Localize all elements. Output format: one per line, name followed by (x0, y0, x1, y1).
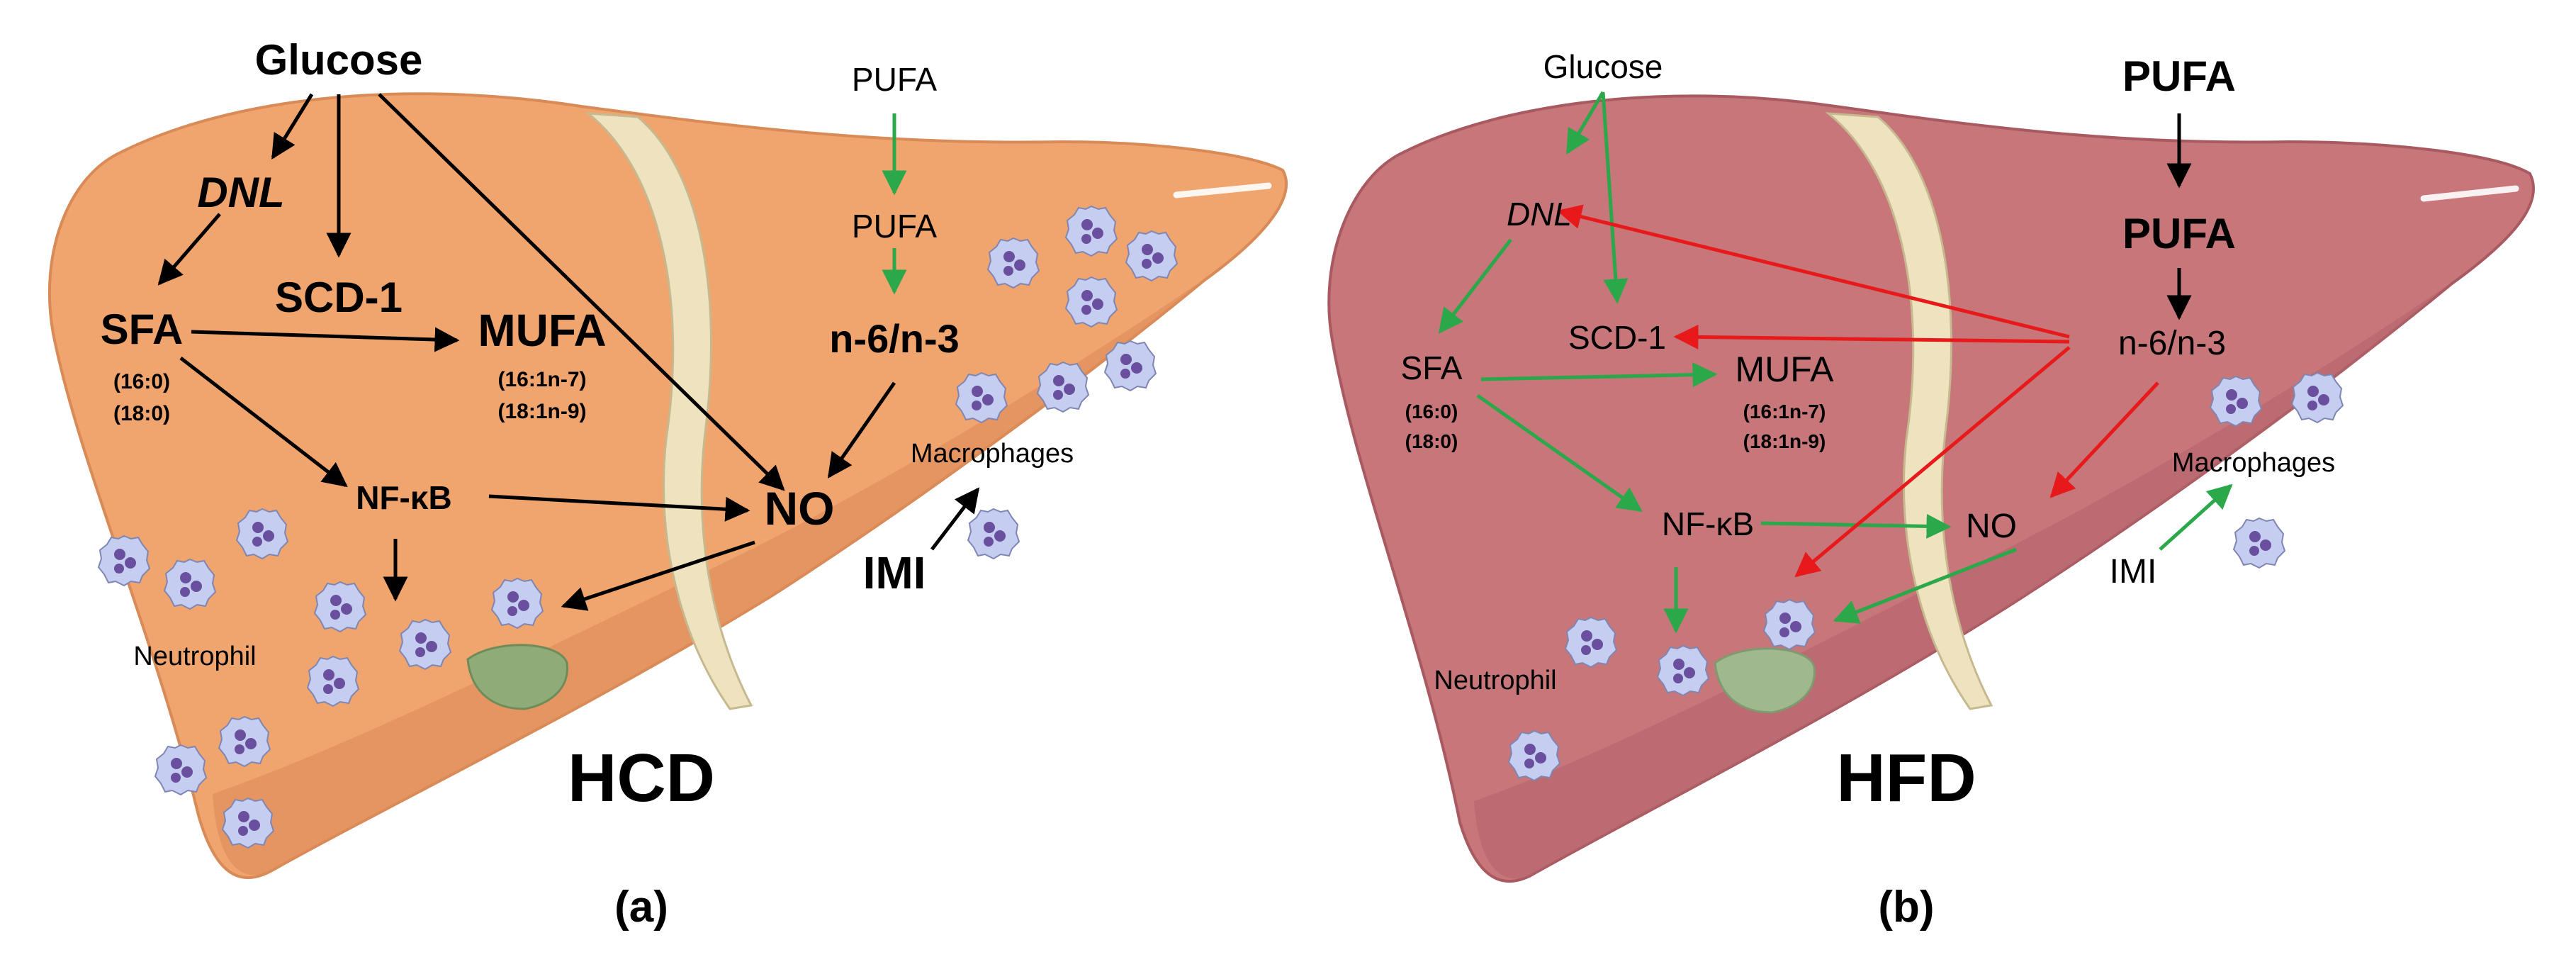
gallbladder-b (1714, 647, 1816, 714)
arrows-a (157, 93, 980, 611)
node-sfa-sub1: (16:0) (1405, 401, 1458, 423)
arrow-n6n3-no (2049, 381, 2159, 498)
neutrophil-icon (154, 744, 207, 795)
highlight-b (2420, 185, 2519, 202)
node-n6n3: n-6/n-3 (829, 316, 960, 361)
node-imi: IMI (863, 547, 926, 598)
arrow-dnl-sfa (157, 213, 221, 286)
arrow-glucose-no (378, 93, 785, 491)
node-pufa-mid: PUFA (2122, 210, 2236, 257)
arrow-glucose-dnl (271, 93, 314, 160)
arrow-n6n3-scd1 (1673, 324, 2070, 349)
arrow-no-neutrophil (561, 540, 755, 611)
neutrophil-icon (98, 535, 150, 586)
node-scd1: SCD-1 (275, 274, 403, 321)
node-macrophages: Macrophages (911, 439, 1074, 469)
arrow-sfa-mufa (1480, 362, 1718, 388)
caption-b: (b) (1878, 883, 1934, 932)
arrow-n6n3-no (827, 381, 896, 479)
node-no: NO (765, 482, 835, 535)
node-glucose: Glucose (255, 36, 423, 84)
node-mufa-sub2: (18:1n-9) (1743, 430, 1826, 452)
arrow-nfkb-no (488, 494, 750, 522)
node-scd1: SCD-1 (1568, 319, 1666, 356)
arrow-no-neutrophil (1833, 547, 2017, 624)
arrow-glucose-dnl (1565, 91, 1605, 155)
arrow-sfa-mufa (191, 327, 460, 352)
arrows-b (1438, 91, 2233, 634)
node-sfa-sub2: (18:0) (1405, 430, 1458, 452)
node-no: NO (1966, 508, 2017, 545)
condition-label-a: HCD (568, 740, 715, 816)
ligament-a (585, 112, 753, 710)
highlight-a (1173, 182, 1272, 198)
ligament-b (1825, 112, 1993, 710)
arrow-sfa-nfkb (1476, 393, 1643, 513)
liver-b-underside (1474, 287, 2445, 879)
macrophage-icon (2233, 518, 2285, 569)
condition-label-b: HFD (1836, 740, 1976, 816)
node-n6n3: n-6/n-3 (2118, 325, 2226, 362)
arrow-imi-macrophages (2159, 483, 2233, 551)
arrow-glucose-scd1 (1601, 91, 1629, 304)
node-pufa-top: PUFA (852, 61, 937, 98)
node-dnl: DNL (1507, 196, 1572, 233)
arrow-sfa-nfkb (179, 357, 348, 488)
macrophage-icon (967, 508, 1020, 559)
node-mufa-sub2: (18:1n-9) (497, 400, 586, 423)
node-sfa: SFA (101, 306, 184, 353)
node-mufa: MUFA (478, 305, 606, 356)
panel-b: Glucose DNL SCD-1 SFA (16:0) (18:0) MUFA… (1327, 48, 2535, 932)
node-imi: IMI (2110, 553, 2157, 591)
node-sfa: SFA (1401, 349, 1463, 386)
arrow-dnl-sfa (1438, 238, 1512, 334)
panel-a: Glucose DNL SCD-1 SFA (16:0) (18:0) MUFA… (47, 36, 1288, 932)
node-mufa-sub1: (16:1n-7) (497, 368, 586, 391)
node-macrophages: Macrophages (2172, 448, 2335, 478)
node-nfkb: NF-κB (356, 479, 452, 516)
node-mufa-sub1: (16:1n-7) (1743, 401, 1826, 423)
node-nfkb: NF-κB (1662, 505, 1754, 542)
arrow-n6n3-dnl (1556, 204, 2070, 339)
node-pufa-mid: PUFA (852, 208, 937, 245)
node-pufa-top: PUFA (2122, 52, 2236, 100)
node-sfa-sub2: (18:0) (113, 402, 170, 425)
node-glucose: Glucose (1543, 48, 1663, 85)
arrow-imi-macrophages (930, 487, 980, 551)
node-neutrophil: Neutrophil (133, 642, 256, 671)
node-mufa: MUFA (1736, 349, 1835, 389)
node-sfa-sub1: (16:0) (113, 370, 170, 393)
caption-a: (a) (614, 883, 668, 932)
node-neutrophil: Neutrophil (1434, 666, 1556, 695)
arrow-n6n3-neutrophil (1794, 346, 2071, 578)
gallbladder-a (466, 644, 568, 710)
node-dnl: DNL (197, 169, 284, 216)
